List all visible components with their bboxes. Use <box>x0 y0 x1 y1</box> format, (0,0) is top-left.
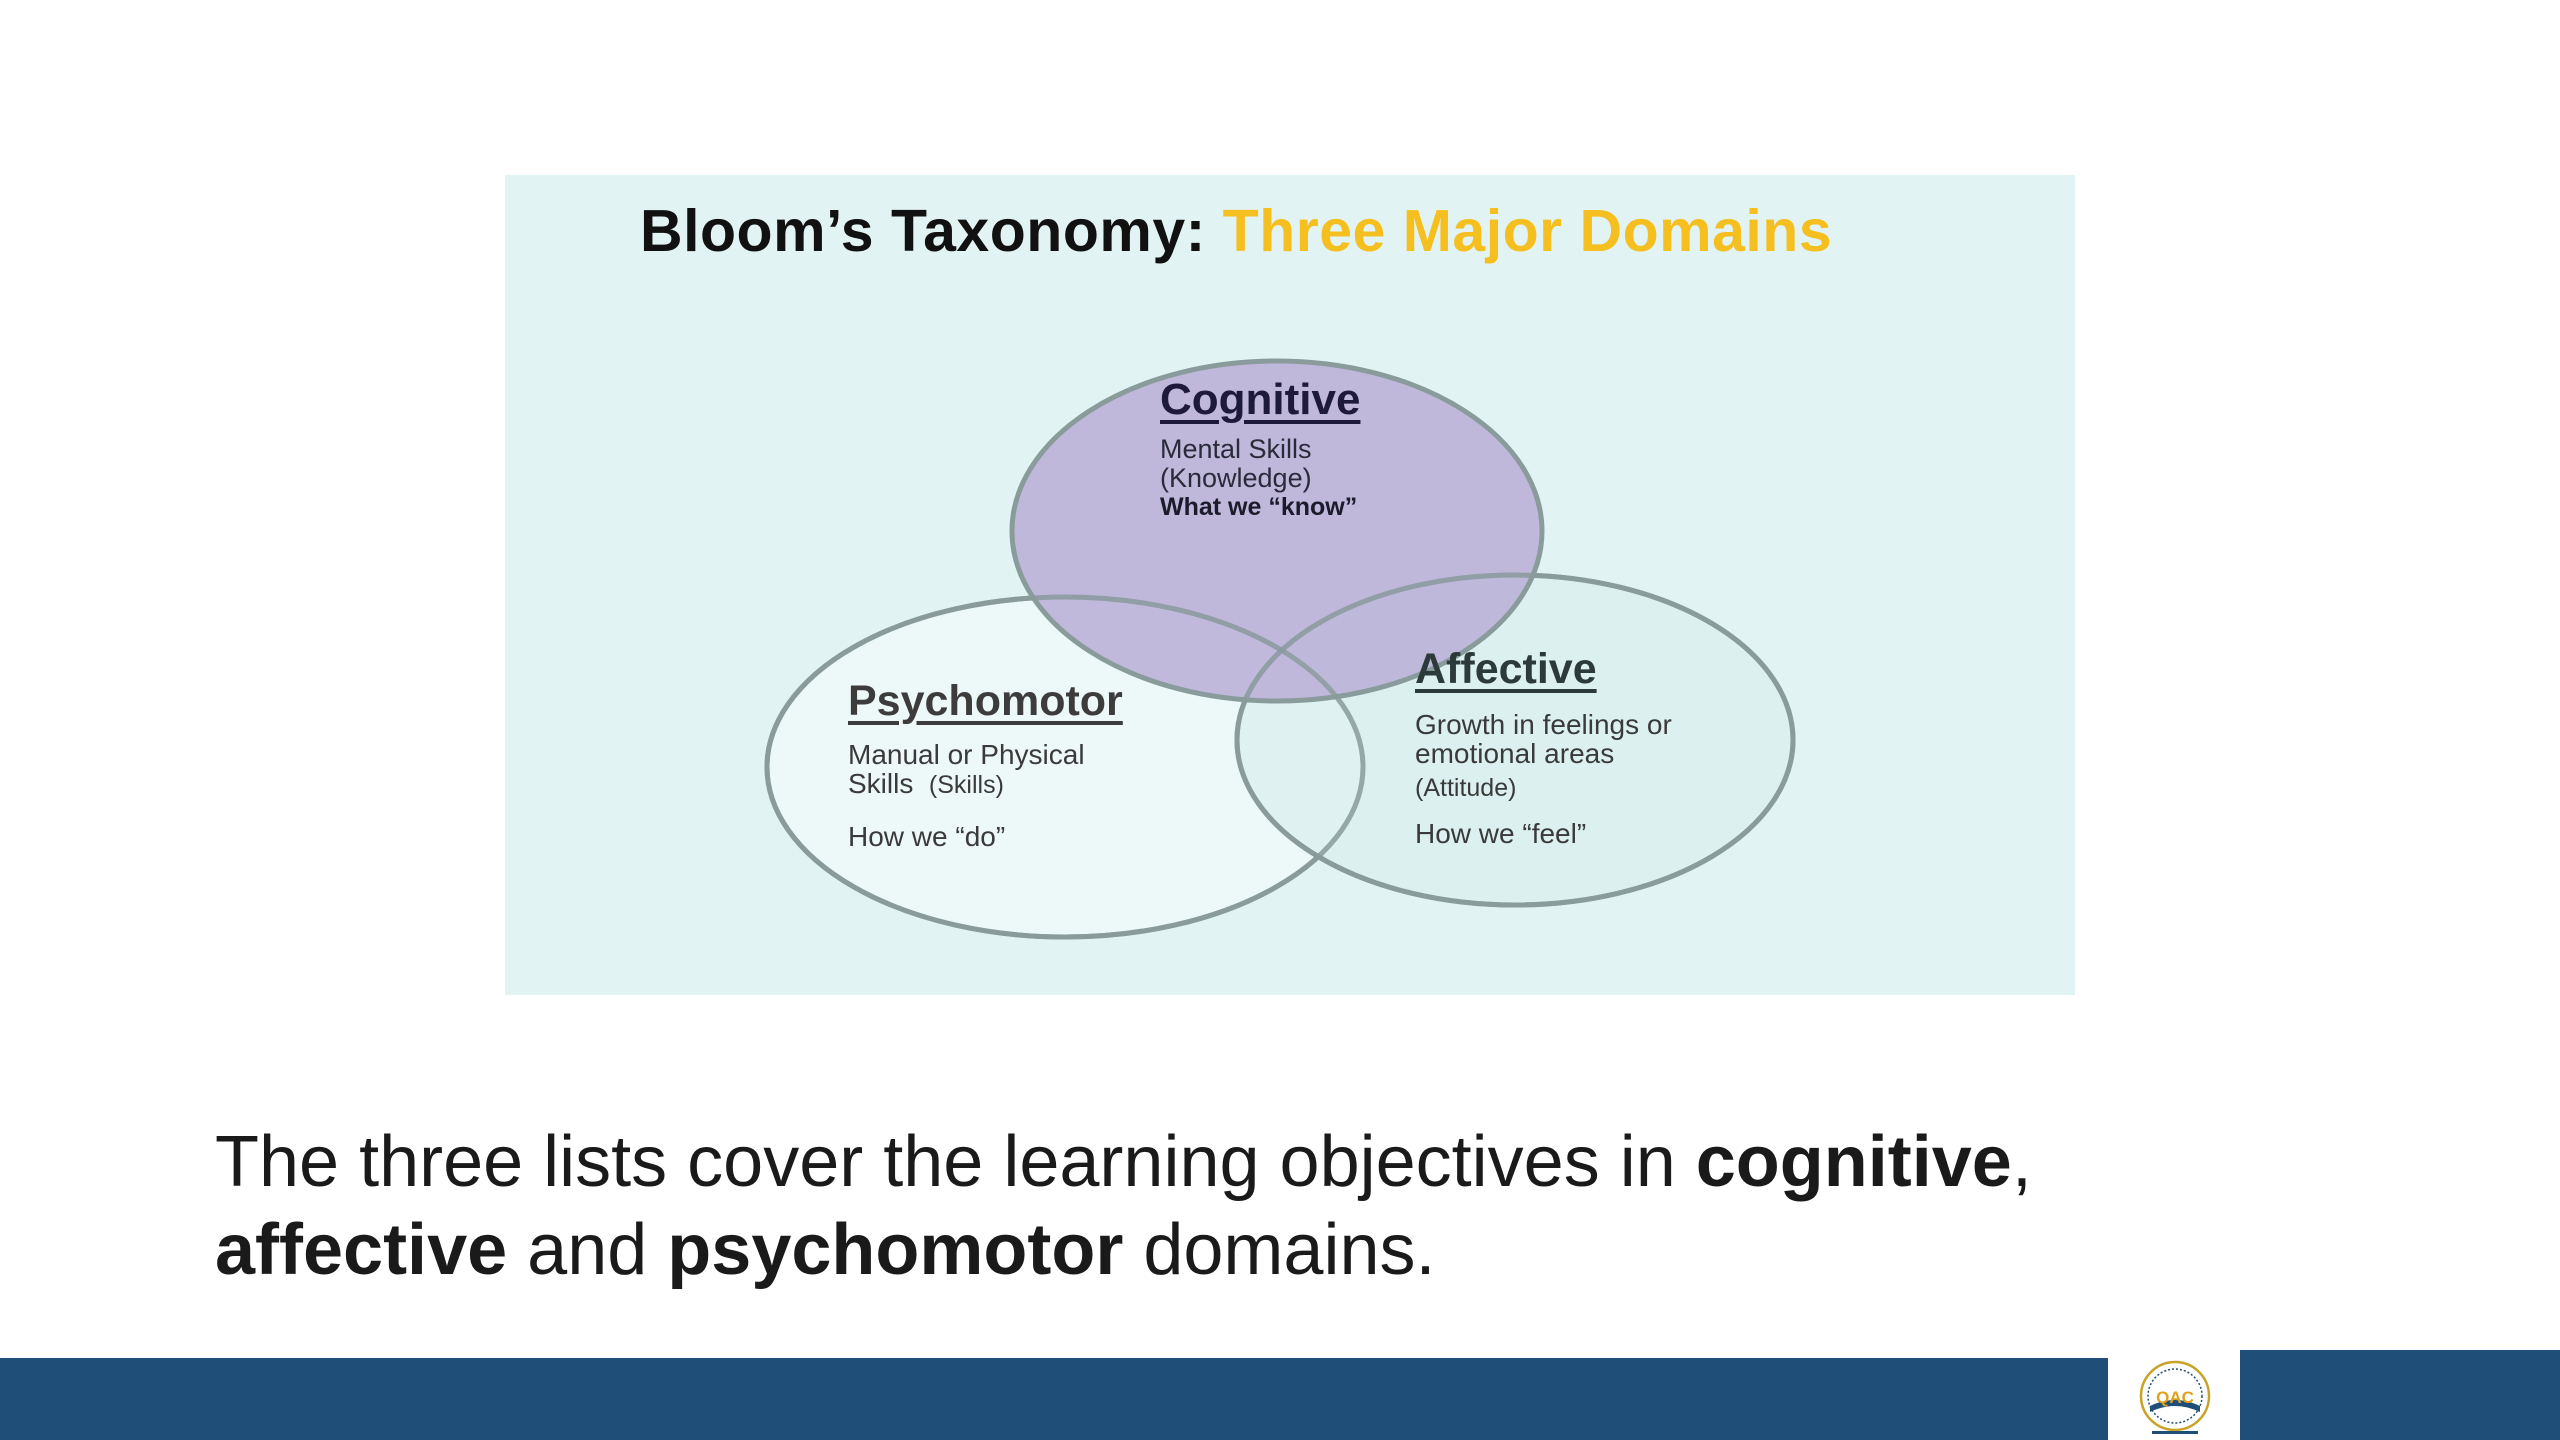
cognitive-circle <box>1009 358 1545 704</box>
title-highlight: Three Major Domains <box>1222 198 1833 264</box>
caption-text-4: domains. <box>1123 1210 1436 1290</box>
psychomotor-desc-2-main: Skills <box>848 768 914 799</box>
cognitive-desc-2: (Knowledge) <box>1160 463 1312 493</box>
cognitive-desc-1: Mental Skills <box>1160 434 1312 464</box>
taxonomy-figure: Bloom’s Taxonomy: Three Major Domains Co… <box>505 175 2075 995</box>
psychomotor-desc-2: Skills (Skills) <box>848 769 1123 800</box>
figure-title: Bloom’s Taxonomy: Three Major Domains <box>640 197 1832 265</box>
cognitive-title: Cognitive <box>1160 375 1361 424</box>
psychomotor-desc-2-small: (Skills) <box>928 771 1004 799</box>
psychomotor-desc-1: Manual or Physical <box>848 739 1085 770</box>
affective-outline <box>1234 572 1796 908</box>
caption-text-2: , <box>2011 1122 2032 1202</box>
affective-desc-1: Growth in feelings or <box>1415 709 1672 740</box>
footer-bar-left <box>0 1358 2108 1440</box>
psychomotor-outline <box>764 594 1366 940</box>
cognitive-domain: Cognitive Mental Skills (Knowledge) What… <box>1160 375 1360 522</box>
affective-title: Affective <box>1415 645 1597 693</box>
psychomotor-desc-3: How we “do” <box>848 821 1006 852</box>
affective-desc-4: How we “feel” <box>1415 818 1587 849</box>
cognitive-desc-3: What we “know” <box>1160 493 1358 521</box>
psychomotor-title: Psychomotor <box>848 677 1123 725</box>
caption-bold-psychomotor: psychomotor <box>667 1210 1124 1290</box>
footer-bar-right <box>2240 1350 2560 1440</box>
slide-caption: The three lists cover the learning objec… <box>215 1118 2215 1294</box>
title-prefix: Bloom’s Taxonomy: <box>640 198 1223 264</box>
psychomotor-domain: Psychomotor Manual or Physical Skills (S… <box>848 677 1123 851</box>
qac-logo-icon: QAC <box>2139 1360 2211 1434</box>
venn-diagram <box>764 358 1796 940</box>
caption-text-1: The three lists cover the learning objec… <box>215 1122 1696 1202</box>
logo-text: QAC <box>2156 1388 2194 1407</box>
affective-desc-3: (Attitude) <box>1415 774 1517 802</box>
caption-bold-affective: affective <box>215 1210 508 1290</box>
caption-bold-cognitive: cognitive <box>1695 1122 2012 1202</box>
affective-domain: Affective Growth in feelings or emotiona… <box>1415 645 1672 848</box>
caption-text-3: and <box>507 1210 668 1290</box>
affective-desc-2: emotional areas <box>1415 738 1615 769</box>
